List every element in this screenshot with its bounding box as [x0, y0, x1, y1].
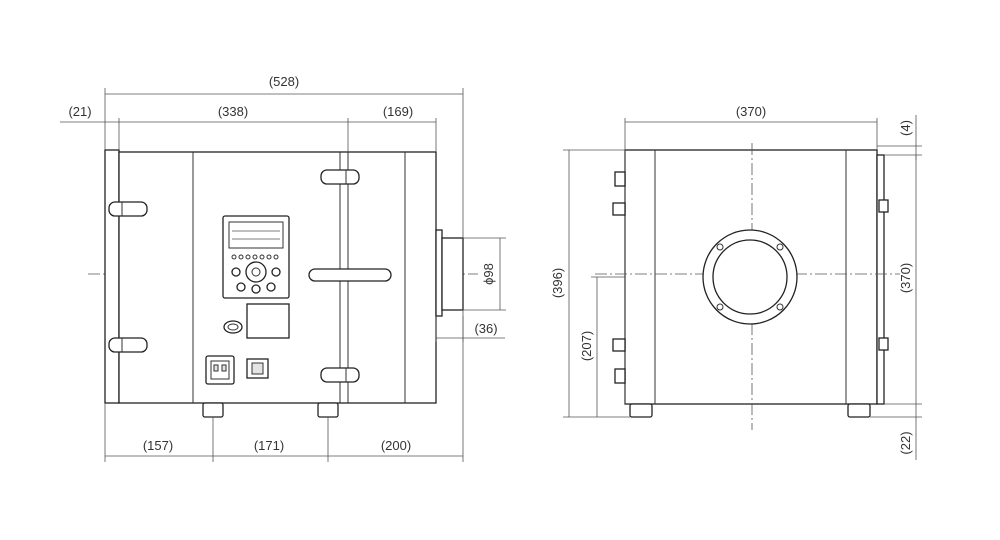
dim-left-section: (338): [218, 104, 248, 119]
latch: [614, 368, 626, 384]
side-flange: [876, 154, 885, 405]
dim-foot-3: (200): [381, 438, 411, 453]
foot: [317, 402, 339, 418]
latch: [612, 202, 626, 216]
dim-flange-width: (21): [68, 104, 91, 119]
power-switch: [246, 358, 269, 379]
inspection-window: [246, 303, 290, 339]
outlet-pipe: [441, 237, 464, 311]
foot: [629, 403, 653, 418]
outlet-collar: [435, 229, 443, 317]
front-view: (528) (21) (338) (169) ϕ98 (36) (157) (1…: [60, 74, 506, 462]
dim-inlet-height: (207): [579, 331, 594, 361]
latch: [108, 201, 148, 217]
control-panel: [222, 215, 290, 299]
panel-button: [266, 282, 276, 292]
latch: [320, 169, 360, 185]
dim-top-offset: (4): [898, 120, 913, 136]
latch: [878, 337, 889, 351]
dim-side-width: (370): [736, 104, 766, 119]
panel-button: [236, 282, 246, 292]
dim-foot-2: (171): [254, 438, 284, 453]
left-flange: [104, 149, 120, 404]
handle: [308, 268, 392, 282]
latch: [878, 199, 889, 213]
dim-foot-height: (22): [898, 431, 913, 454]
latch: [612, 338, 626, 352]
dim-right-section: (169): [383, 104, 413, 119]
panel-button: [231, 267, 241, 277]
latch: [320, 367, 360, 383]
dim-outlet-projection: (36): [474, 321, 497, 336]
panel-button: [271, 267, 281, 277]
power-inlet: [205, 355, 235, 385]
dim-right-height: (370): [898, 263, 913, 293]
dim-outlet-diameter: ϕ98: [481, 263, 496, 285]
latch: [614, 171, 626, 187]
lcd-display: [228, 221, 284, 249]
dim-side-height: (396): [550, 268, 565, 298]
inlet-flange: [702, 229, 798, 325]
indicator-leds: [231, 254, 279, 260]
foot: [202, 402, 224, 418]
panel-button: [251, 284, 261, 294]
dim-overall-width: (528): [269, 74, 299, 89]
dim-foot-1: (157): [143, 438, 173, 453]
foot: [847, 403, 871, 418]
side-view: (370) (4) (396) (207) (370) (22): [550, 104, 922, 460]
latch: [108, 337, 148, 353]
emblem-icon: [223, 320, 243, 334]
navigation-dial: [245, 261, 267, 283]
